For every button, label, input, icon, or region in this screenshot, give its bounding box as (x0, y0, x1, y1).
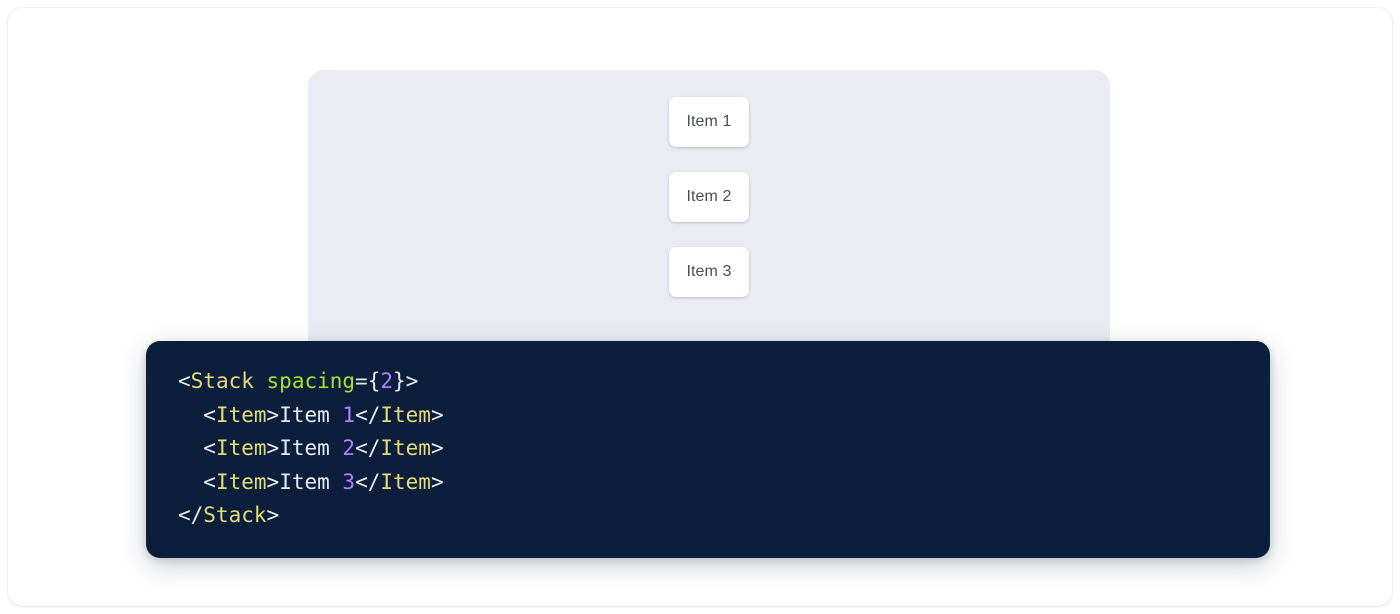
stack-item[interactable]: Item 3 (669, 247, 749, 297)
code-token-tag: Item (215, 402, 267, 427)
code-snippet-panel[interactable]: <Stack spacing={2}> <Item>Item 1</Item> … (146, 341, 1270, 558)
code-token-punct: > (266, 469, 280, 494)
code-token-punct: </ (355, 469, 381, 494)
code-token-punct: </ (355, 402, 381, 427)
stack-item[interactable]: Item 1 (669, 97, 749, 147)
code-token-punct: > (430, 402, 444, 427)
code-token-punct (254, 369, 267, 393)
code-token-number: 2 (380, 369, 393, 393)
stack-container: Item 1 Item 2 Item 3 (308, 97, 1110, 297)
code-content: <Stack spacing={2}> <Item>Item 1</Item> … (178, 369, 444, 527)
code-token-punct: > (430, 436, 444, 460)
code-token-number: 1 (342, 402, 356, 427)
code-token-text: Item (279, 402, 343, 427)
code-token-punct: </ (178, 503, 204, 527)
code-token-punct: < (203, 436, 216, 460)
code-token-text: Item (279, 469, 343, 494)
code-token-punct: > (266, 402, 280, 427)
code-token-punct: > (430, 469, 444, 494)
stack-item[interactable]: Item 2 (669, 172, 749, 222)
code-block: <Stack spacing={2}> <Item>Item 1</Item> … (178, 365, 444, 533)
code-token-tag: Item (380, 402, 431, 427)
code-token-punct: < (178, 369, 191, 393)
code-token-punct: ={ (355, 369, 381, 393)
code-token-punct: < (203, 402, 216, 427)
code-token-tag: Stack (190, 369, 254, 393)
code-token-number: 3 (342, 469, 356, 494)
code-token-punct: < (203, 469, 216, 494)
code-token-number: 2 (342, 436, 356, 460)
code-token-attr: spacing (266, 369, 356, 393)
code-token-tag: Item (215, 469, 267, 494)
code-token-text: Item (279, 436, 343, 460)
code-token-punct: </ (355, 436, 381, 460)
page-frame: Item 1 Item 2 Item 3 <Stack spacing={2}>… (8, 8, 1392, 606)
code-token-punct: > (266, 503, 280, 527)
code-token-tag: Item (215, 436, 267, 460)
component-preview-panel: Item 1 Item 2 Item 3 (308, 70, 1110, 360)
code-token-punct: }> (393, 369, 419, 393)
code-token-tag: Item (380, 469, 431, 494)
code-token-tag: Stack (203, 503, 267, 527)
code-token-punct: > (266, 436, 280, 460)
code-token-tag: Item (380, 436, 431, 460)
